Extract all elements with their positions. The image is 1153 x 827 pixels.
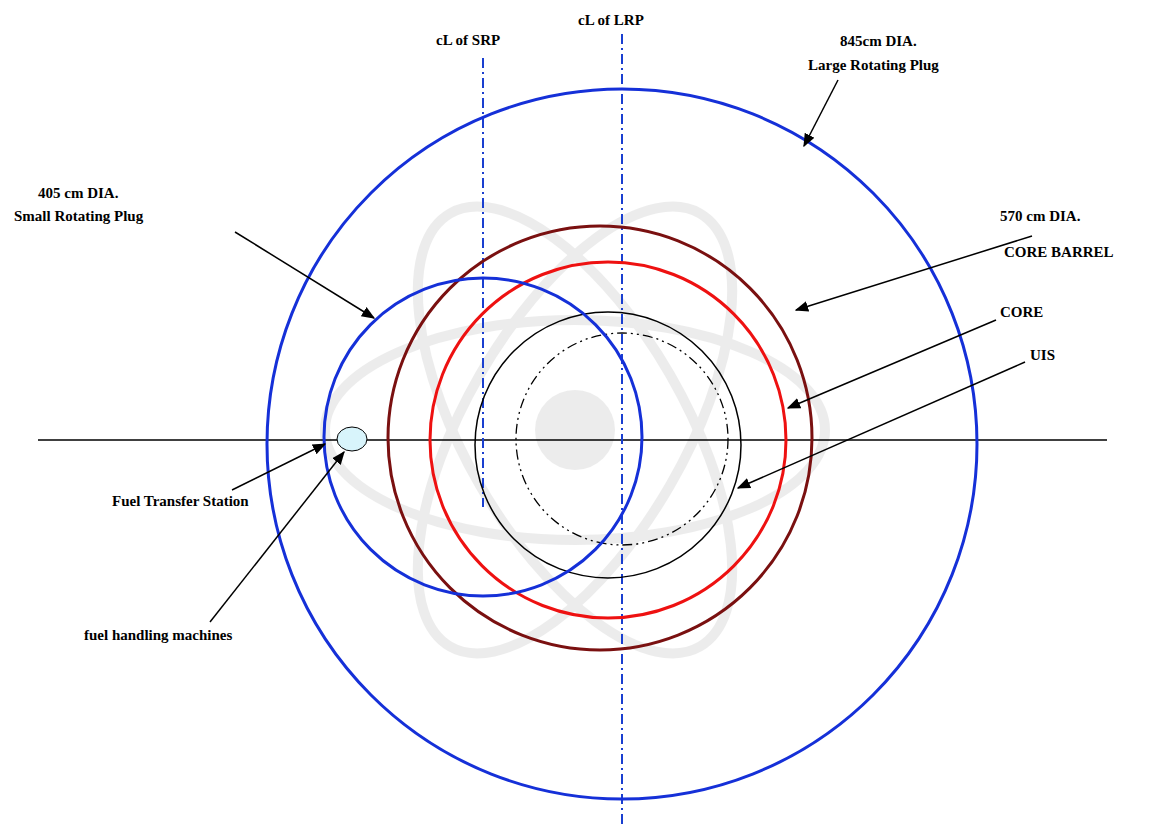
leader-line	[210, 452, 344, 622]
core	[430, 262, 786, 618]
centerline-label: cL of SRP	[436, 31, 500, 49]
watermark-nucleus	[535, 390, 615, 470]
part-label: Large Rotating Plug	[808, 56, 939, 74]
watermark	[325, 158, 825, 701]
centerline-label: cL of LRP	[578, 11, 644, 29]
watermark-orbit	[355, 158, 796, 701]
part-label: fuel handling machines	[84, 626, 232, 644]
watermark-orbit	[355, 158, 796, 701]
part-label: CORE	[1000, 303, 1043, 321]
lrp-centerline	[621, 34, 623, 827]
leader-line	[804, 80, 838, 146]
srp-centerline	[482, 58, 484, 507]
core-barrel	[388, 226, 812, 650]
dimension-label: 405 cm DIA.	[38, 184, 118, 202]
leader-line	[235, 232, 374, 318]
part-label: Small Rotating Plug	[14, 207, 143, 225]
leader-line	[796, 236, 1032, 310]
fuel-transfer-station	[337, 427, 367, 451]
part-label: Fuel Transfer Station	[112, 492, 249, 510]
small-rotating-plug	[324, 278, 642, 596]
dimension-label: 845cm DIA.	[840, 32, 917, 50]
uis	[475, 312, 741, 578]
dimension-label: 570 cm DIA.	[1000, 207, 1080, 225]
horizontal-axis	[38, 439, 1107, 440]
large-rotating-plug	[267, 89, 977, 799]
leader-line	[788, 320, 996, 408]
leader-line	[738, 362, 1025, 488]
part-label: CORE BARREL	[1004, 243, 1114, 261]
leader-lines	[210, 80, 1032, 622]
leader-line	[232, 444, 325, 490]
part-label: UIS	[1030, 346, 1055, 364]
